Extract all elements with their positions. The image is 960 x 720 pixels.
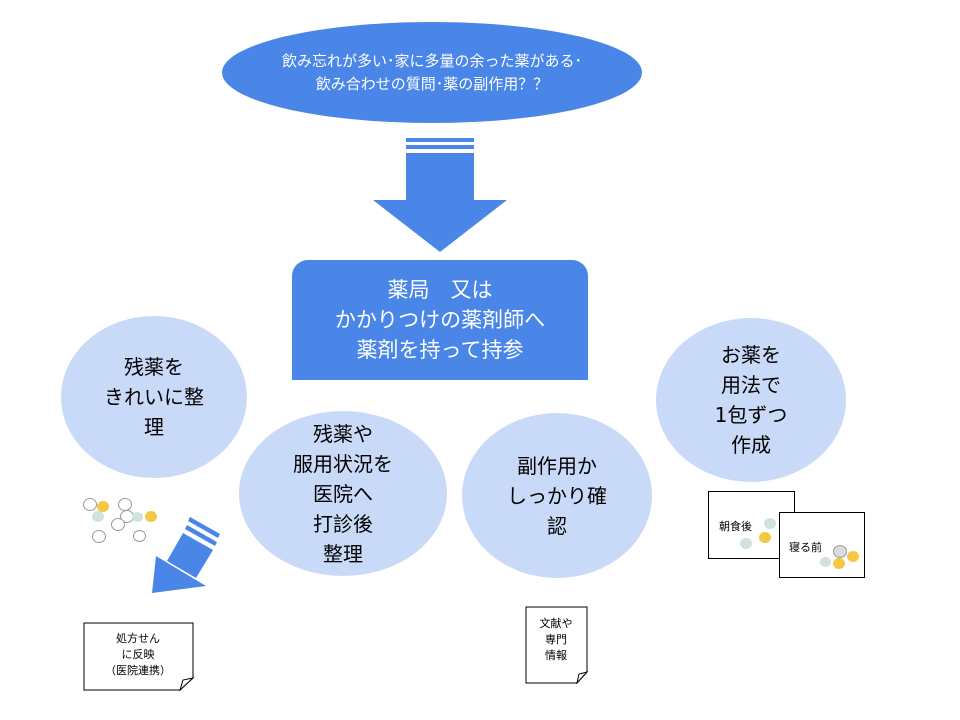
problem-line-2: 飲み合わせの質問･薬の副作用？？ — [315, 74, 549, 93]
prescription-line: に反映 — [121, 648, 155, 661]
circle-text: 残薬や — [313, 421, 373, 446]
pharmacy-line-3: 薬剤を持って持参 — [356, 338, 524, 362]
circle-text: 副作用か — [517, 453, 597, 478]
literature-line: 専門 — [545, 633, 567, 646]
literature-line: 情報 — [545, 649, 567, 662]
problem-oval: 飲み忘れが多い･家に多量の余った薬がある･ 飲み合わせの質問･薬の副作用？？ — [222, 22, 642, 123]
pharmacy-box: 薬局 又は かかりつけの薬剤師へ 薬剤を持って持参 — [292, 260, 588, 380]
prescription-line: （医院連携） — [105, 664, 171, 677]
pharmacy-line-1: 薬局 又は — [387, 278, 493, 302]
literature-line: 文献や — [539, 617, 573, 630]
document-icon — [83, 622, 195, 691]
circle-text: きれいに整 — [104, 385, 204, 409]
card-label: 寝る前 — [789, 541, 822, 554]
pharmacy-line-2: かかりつけの薬剤師へ — [334, 308, 546, 332]
circle-text: 整理 — [323, 541, 363, 566]
circle-organize-leftover: 残薬を きれいに整 理 — [61, 316, 247, 478]
circle-text: しっかり確 — [507, 483, 607, 508]
circle-text: 認 — [547, 513, 567, 538]
circle-text: 服用状況を — [293, 451, 393, 476]
dose-card-bedtime: 寝る前 — [779, 512, 865, 578]
circle-consult-clinic: 残薬や 服用状況を 医院へ 打診後 整理 — [239, 411, 447, 576]
pills-icon — [80, 496, 160, 546]
circle-one-dose-packaging: お薬を 用法で 1包ずつ 作成 — [656, 318, 846, 482]
circle-text: 医院へ — [313, 481, 373, 506]
diagonal-arrow-icon — [152, 517, 220, 593]
prescription-line: 処方せん — [116, 632, 160, 645]
circle-text: 理 — [144, 415, 164, 439]
down-arrow-icon — [373, 138, 507, 252]
circle-check-side-effects: 副作用か しっかり確 認 — [462, 413, 652, 578]
card-label: 朝食後 — [719, 520, 752, 533]
document-icon — [525, 606, 589, 684]
problem-line-1: 飲み忘れが多い･家に多量の余った薬がある･ — [281, 51, 582, 70]
literature-note: 文献や 専門 情報 — [525, 610, 587, 670]
circle-text: 打診後 — [313, 511, 373, 536]
circle-text: 残薬を — [124, 355, 184, 379]
circle-text: 1包ずつ — [714, 403, 788, 427]
circle-text: 作成 — [731, 433, 771, 457]
prescription-note: 処方せん に反映 （医院連携） — [83, 624, 193, 686]
circle-text: 用法で — [721, 373, 781, 397]
circle-text: お薬を — [721, 343, 781, 367]
